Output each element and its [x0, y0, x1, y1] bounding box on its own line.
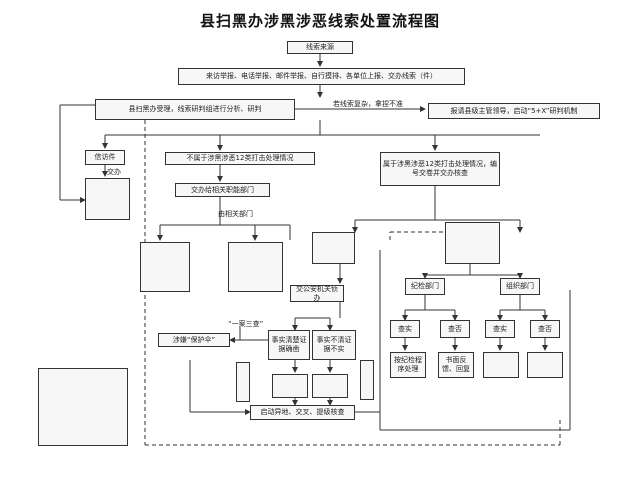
node-xinfang: 信访件 [85, 150, 125, 165]
node-protective: 涉嫌“保护伞” [158, 333, 230, 347]
diagram-title: 县扫黑办涉黑涉恶线索处置流程图 [199, 12, 440, 30]
node-org-process [483, 352, 519, 378]
node-is-category: 属于涉黑涉恶12类打击处理情况，编号交卷并交办核查 [380, 152, 500, 186]
node-channels: 来访举报、电话举报、邮件举报、自行摸排、各单位上报、交办线索（件） [178, 68, 465, 85]
node-xinfang-detail [85, 178, 130, 220]
node-police-investigate: 交公安机关侦办 [290, 285, 344, 302]
node-quick-handle [272, 374, 308, 398]
node-supervise: 启动异地、交叉、提级核查 [250, 405, 355, 420]
node-check-c: 查实 [485, 320, 515, 338]
node-check-b: 查否 [440, 320, 470, 338]
node-accept: 县扫黑办受理，线索研判组进行分析、研判 [95, 99, 295, 120]
node-clue-track [312, 232, 355, 264]
node-check-d: 查否 [530, 320, 560, 338]
label-yianshancha: “一案三查” [228, 320, 264, 328]
label-vague: 若线索复杂，拿捏不准 [333, 100, 403, 108]
label-follow-up [360, 360, 374, 400]
node-feedback-report [228, 242, 283, 292]
node-org-reply [527, 352, 563, 378]
node-check-a: 查实 [390, 320, 420, 338]
node-ext-report: 报请县级主管领导，启动“5+X”研判机制 [428, 103, 600, 119]
node-disc-process: 按纪检程序处理 [390, 352, 426, 378]
label-handover: 交办 [107, 168, 121, 176]
node-officials [445, 222, 500, 264]
node-source: 线索来源 [287, 41, 353, 54]
node-confirmed: 事实清楚证据确凿 [268, 330, 310, 360]
node-report-feedback [312, 374, 348, 398]
node-central-note [38, 368, 128, 446]
label-relevant: 由相关部门 [218, 210, 253, 218]
label-major-case [236, 362, 250, 402]
node-not-confirmed: 事实不清证据不实 [312, 330, 356, 360]
node-not-category: 不属于涉黑涉恶12类打击处理情况 [165, 152, 315, 165]
node-transfer: 交办给相关职能部门 [175, 183, 270, 197]
node-disc-reply: 书面反馈、回复 [438, 352, 474, 378]
node-org: 组织部门 [500, 278, 540, 295]
node-verify-report [140, 242, 190, 292]
node-discipline: 纪检部门 [405, 278, 445, 295]
